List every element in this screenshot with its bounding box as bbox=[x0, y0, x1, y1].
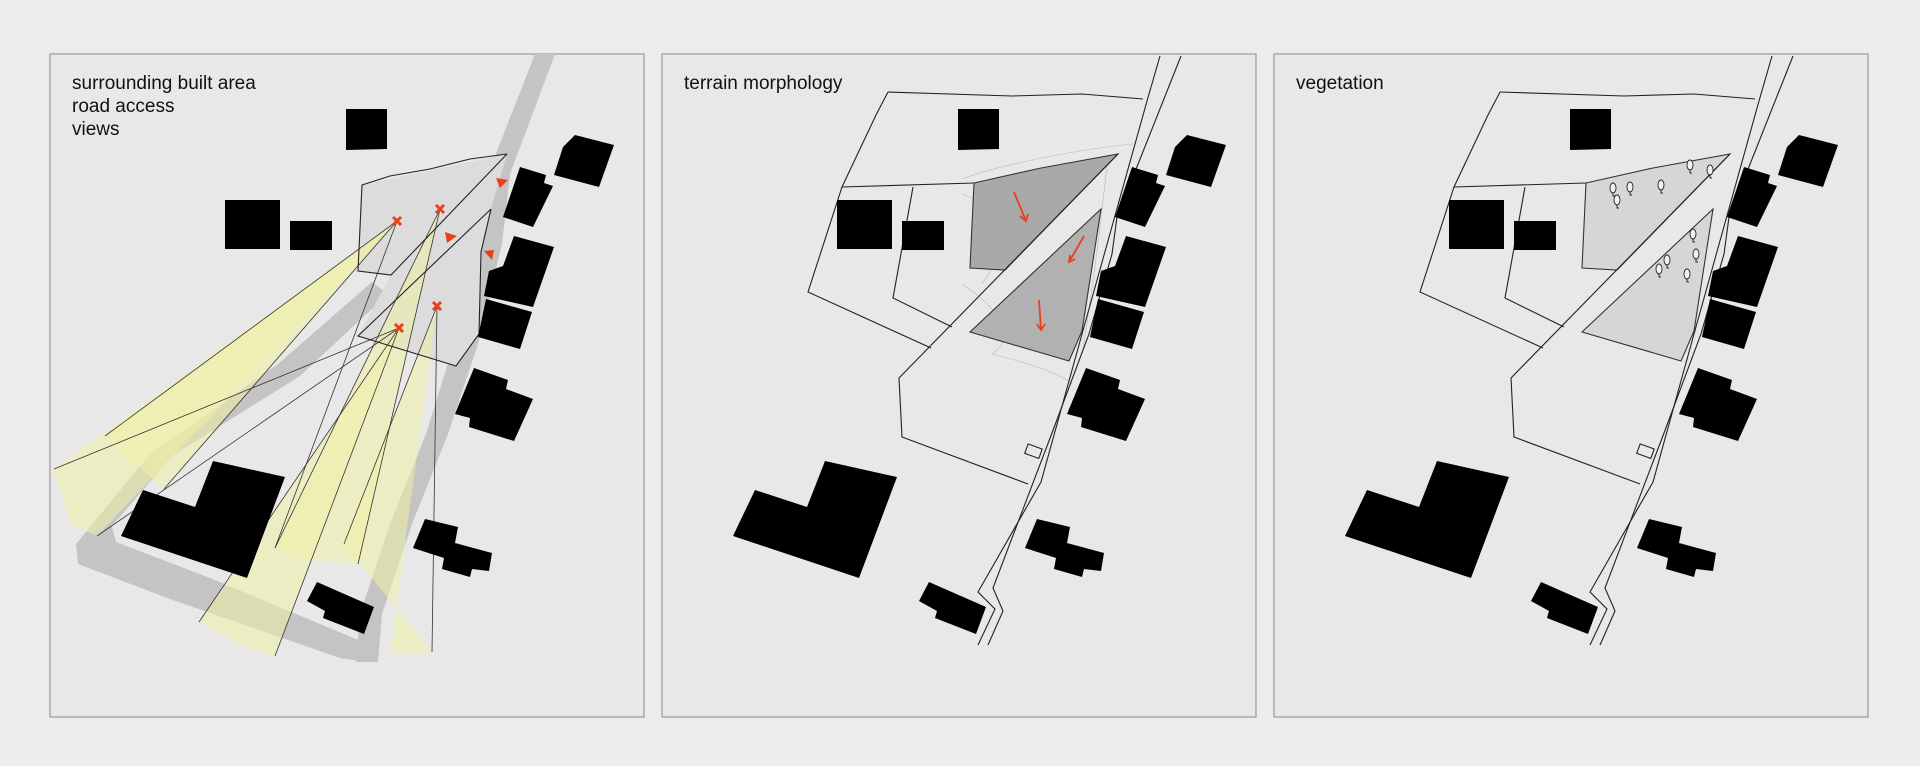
site-outline bbox=[356, 153, 508, 367]
tree-icon bbox=[1683, 268, 1691, 283]
triangle-marker-icon bbox=[445, 178, 508, 260]
label-vegetation: vegetation bbox=[1296, 73, 1384, 94]
tree-icon bbox=[1689, 228, 1697, 243]
tree-icon bbox=[1655, 263, 1663, 278]
tree-icon bbox=[1663, 254, 1671, 269]
panel-context: surrounding built area road access views bbox=[49, 53, 645, 718]
site-lower-parcel bbox=[1580, 207, 1714, 362]
panel-terrain: terrain morphology bbox=[661, 53, 1257, 718]
tree-icon bbox=[1692, 248, 1700, 263]
panel-vegetation: vegetation bbox=[1273, 53, 1869, 718]
label-surrounding-built-area: surrounding built area bbox=[72, 73, 256, 94]
tree-icon bbox=[1686, 159, 1694, 174]
label-views: views bbox=[72, 119, 120, 140]
trees bbox=[1609, 159, 1714, 283]
tree-icon bbox=[1626, 181, 1634, 196]
x-marker-icon bbox=[391, 203, 446, 334]
arrow-icon bbox=[1013, 191, 1085, 332]
label-road-access: road access bbox=[72, 96, 174, 117]
site-lower-parcel bbox=[968, 207, 1102, 362]
tree-icon bbox=[1613, 194, 1621, 209]
tree-icon bbox=[1657, 179, 1665, 194]
tree-icon bbox=[1706, 164, 1714, 179]
label-terrain-morphology: terrain morphology bbox=[684, 73, 843, 94]
tree-icon bbox=[1609, 182, 1617, 197]
